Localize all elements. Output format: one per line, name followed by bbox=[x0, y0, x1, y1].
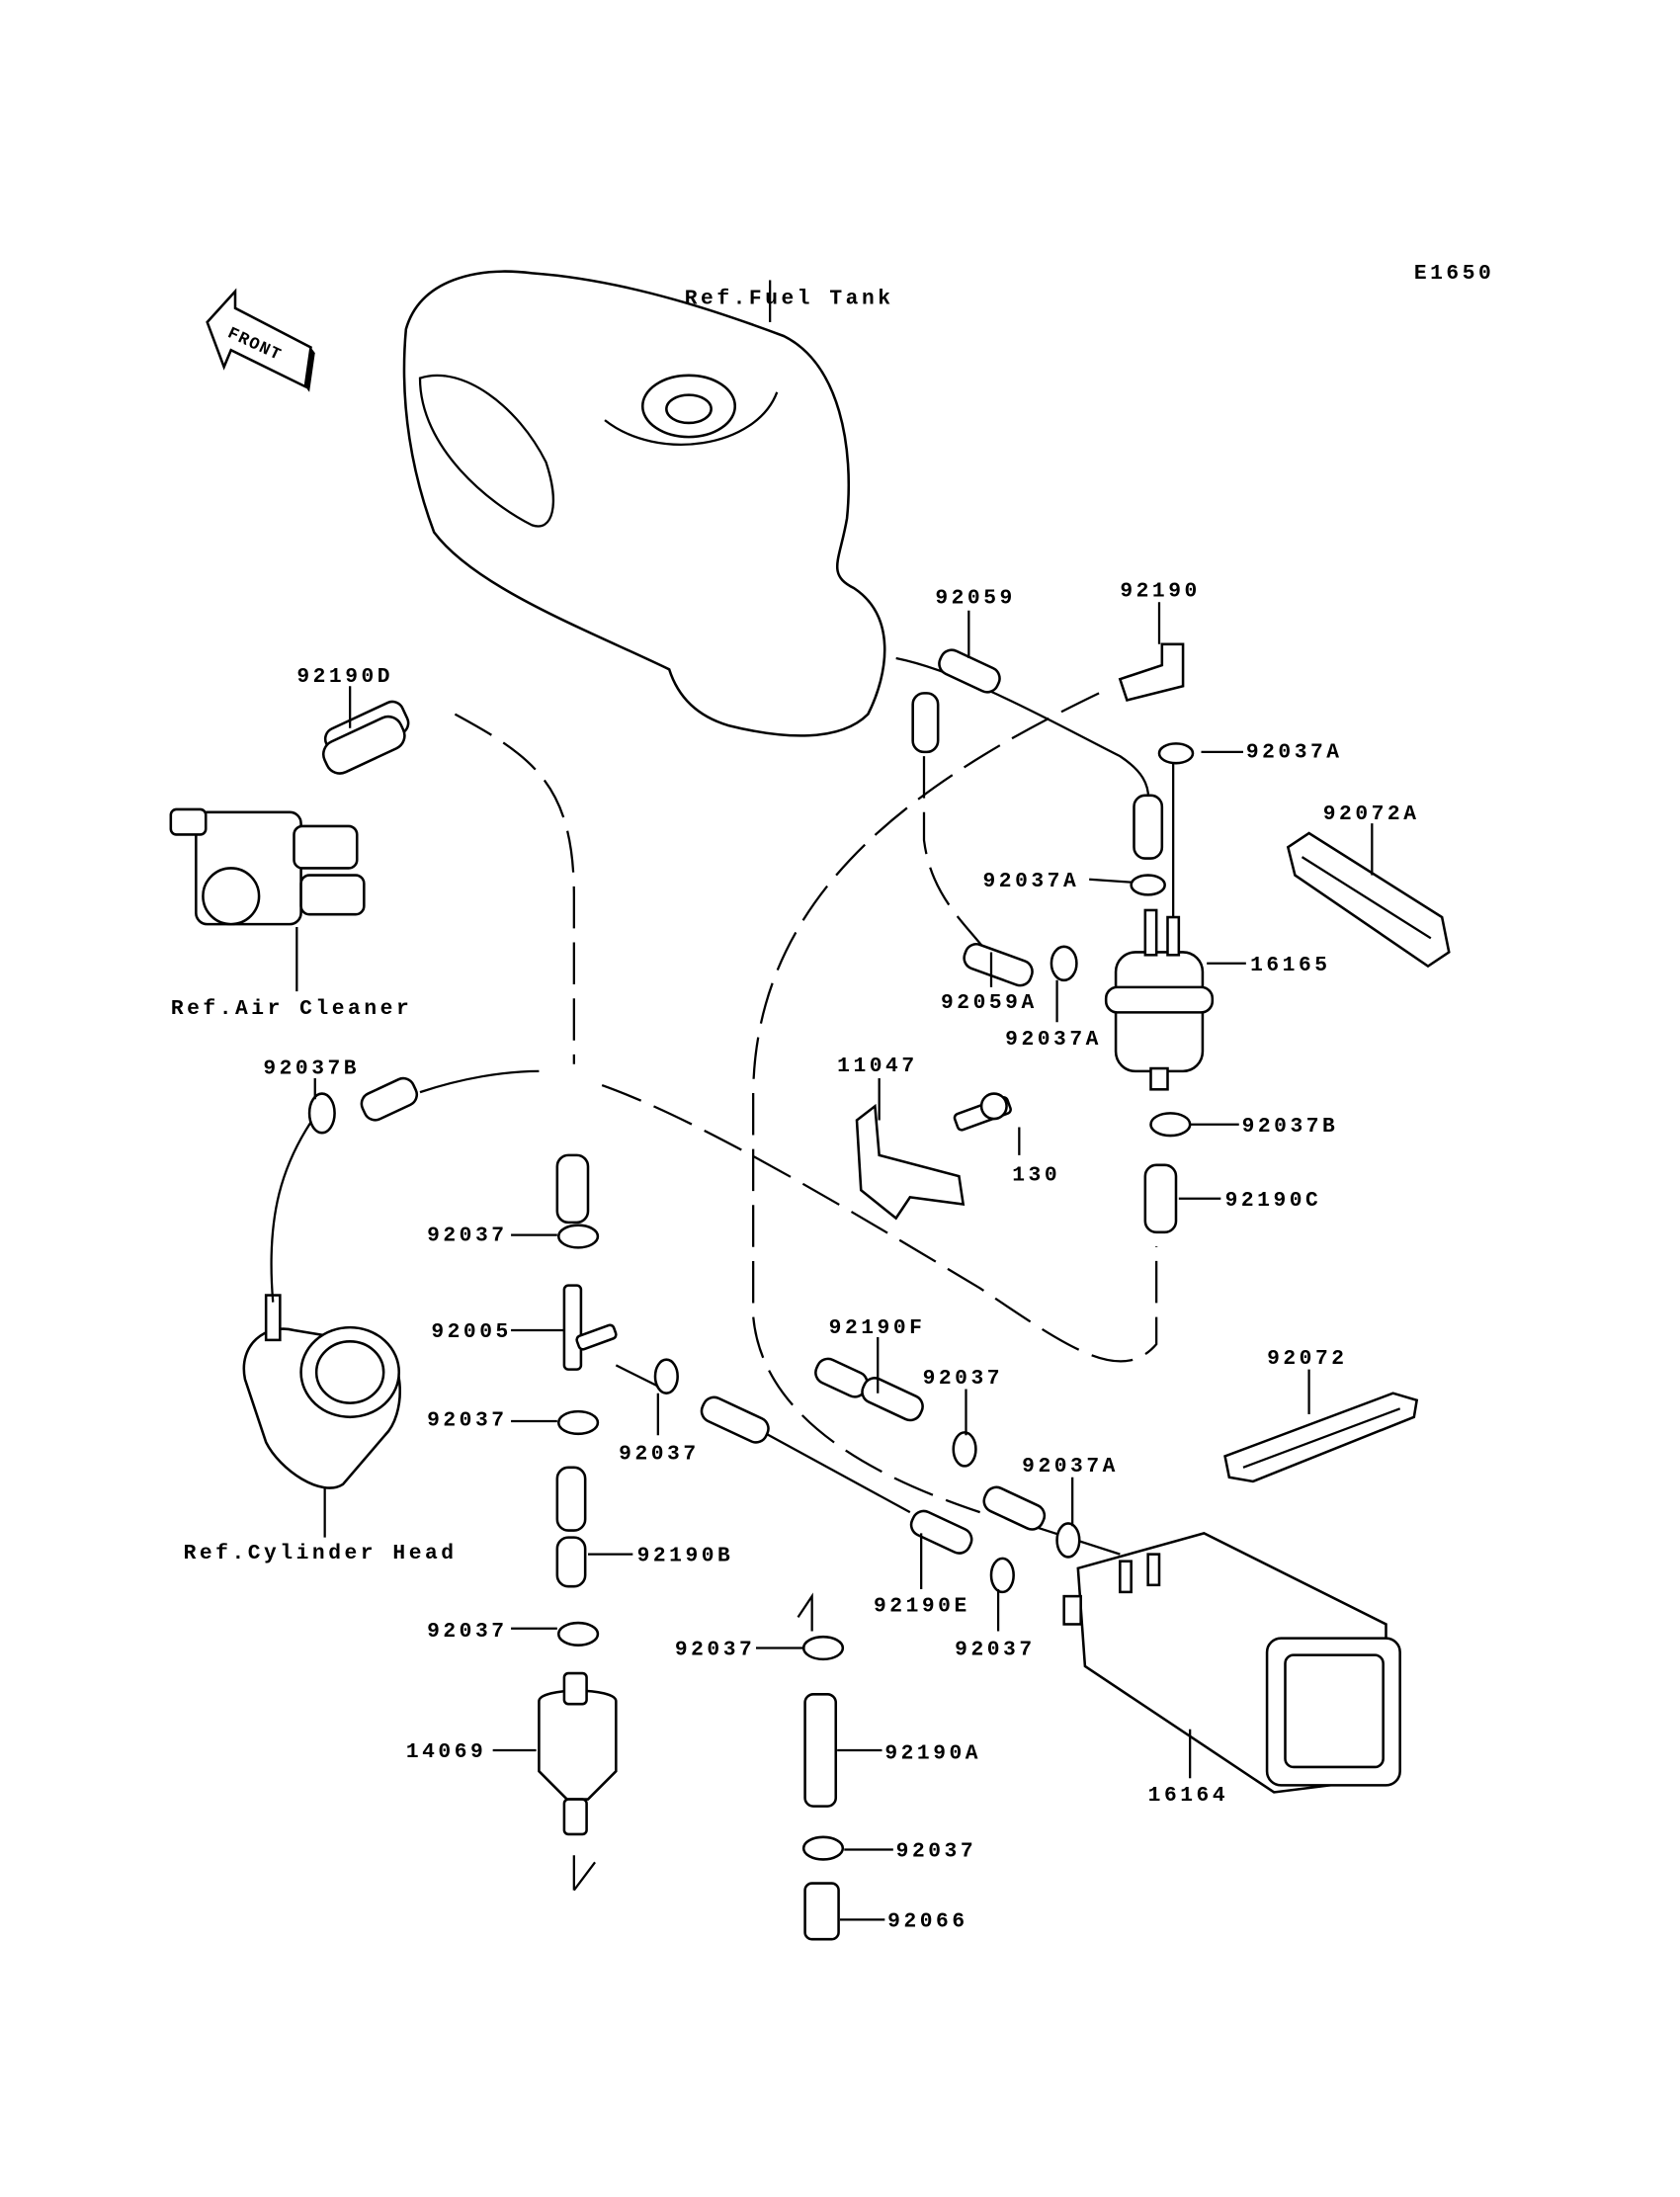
ref-air-cleaner-label: Ref.Air Cleaner bbox=[171, 997, 412, 1021]
part-label: 92037 bbox=[896, 1840, 976, 1864]
part-label: 92037 bbox=[427, 1408, 507, 1432]
part-label: 92190A bbox=[884, 1741, 981, 1765]
part-label: 92066 bbox=[887, 1909, 967, 1933]
part-label: 92037A bbox=[1005, 1028, 1102, 1052]
part-label: 92037A bbox=[1246, 741, 1343, 765]
ref-cylinder-head-label: Ref.Cylinder Head bbox=[184, 1542, 458, 1565]
part-label: 92037A bbox=[1022, 1455, 1119, 1479]
part-label: 92190C bbox=[1225, 1189, 1322, 1213]
part-label: 92190F bbox=[829, 1316, 926, 1340]
clamps bbox=[307, 742, 1195, 1861]
bracket-11047 bbox=[855, 1092, 1012, 1221]
part-label: 92037 bbox=[619, 1442, 699, 1466]
part-label: 92072 bbox=[1267, 1347, 1347, 1371]
part-label: 92037 bbox=[955, 1639, 1035, 1662]
part-label: 92059A bbox=[941, 991, 1038, 1015]
fuel-tank bbox=[402, 270, 886, 737]
part-label: 92005 bbox=[431, 1320, 511, 1344]
part-label: 92190D bbox=[296, 665, 393, 689]
ref-fuel-tank-label: Ref.Fuel Tank bbox=[685, 288, 894, 311]
diagram-code: E1650 bbox=[1414, 262, 1494, 286]
part-label: 16165 bbox=[1250, 954, 1330, 977]
band-92072 bbox=[1223, 1392, 1419, 1483]
t-fitting bbox=[562, 1284, 618, 1371]
part-label: 92037 bbox=[427, 1224, 507, 1247]
fuel-filter-16165 bbox=[1104, 908, 1215, 1091]
cylinder-head-fitting bbox=[242, 1294, 401, 1489]
part-label: 11047 bbox=[837, 1055, 917, 1078]
part-label: 16164 bbox=[1148, 1784, 1228, 1808]
part-label: 92037B bbox=[263, 1057, 360, 1081]
fuel-filter-14069 bbox=[538, 1671, 618, 1892]
part-label: 92059 bbox=[935, 587, 1015, 611]
part-label: 92037B bbox=[1242, 1115, 1339, 1139]
part-label: 130 bbox=[1012, 1163, 1060, 1187]
part-label: 92037 bbox=[427, 1620, 507, 1644]
fitting-92066 bbox=[797, 1592, 840, 1941]
part-label: 92190E bbox=[874, 1595, 970, 1619]
band-92072A bbox=[1286, 831, 1451, 969]
part-label: 92190 bbox=[1120, 580, 1200, 604]
part-label: 14069 bbox=[406, 1740, 486, 1764]
part-label: 92072A bbox=[1323, 803, 1420, 826]
part-label: 92037 bbox=[923, 1367, 1003, 1391]
part-label: 92190B bbox=[637, 1545, 734, 1568]
front-arrow-icon: FRONT bbox=[206, 288, 315, 392]
part-label: 92037 bbox=[675, 1639, 755, 1662]
canister-16164 bbox=[1062, 1532, 1401, 1794]
part-label: 92037A bbox=[983, 870, 1080, 893]
